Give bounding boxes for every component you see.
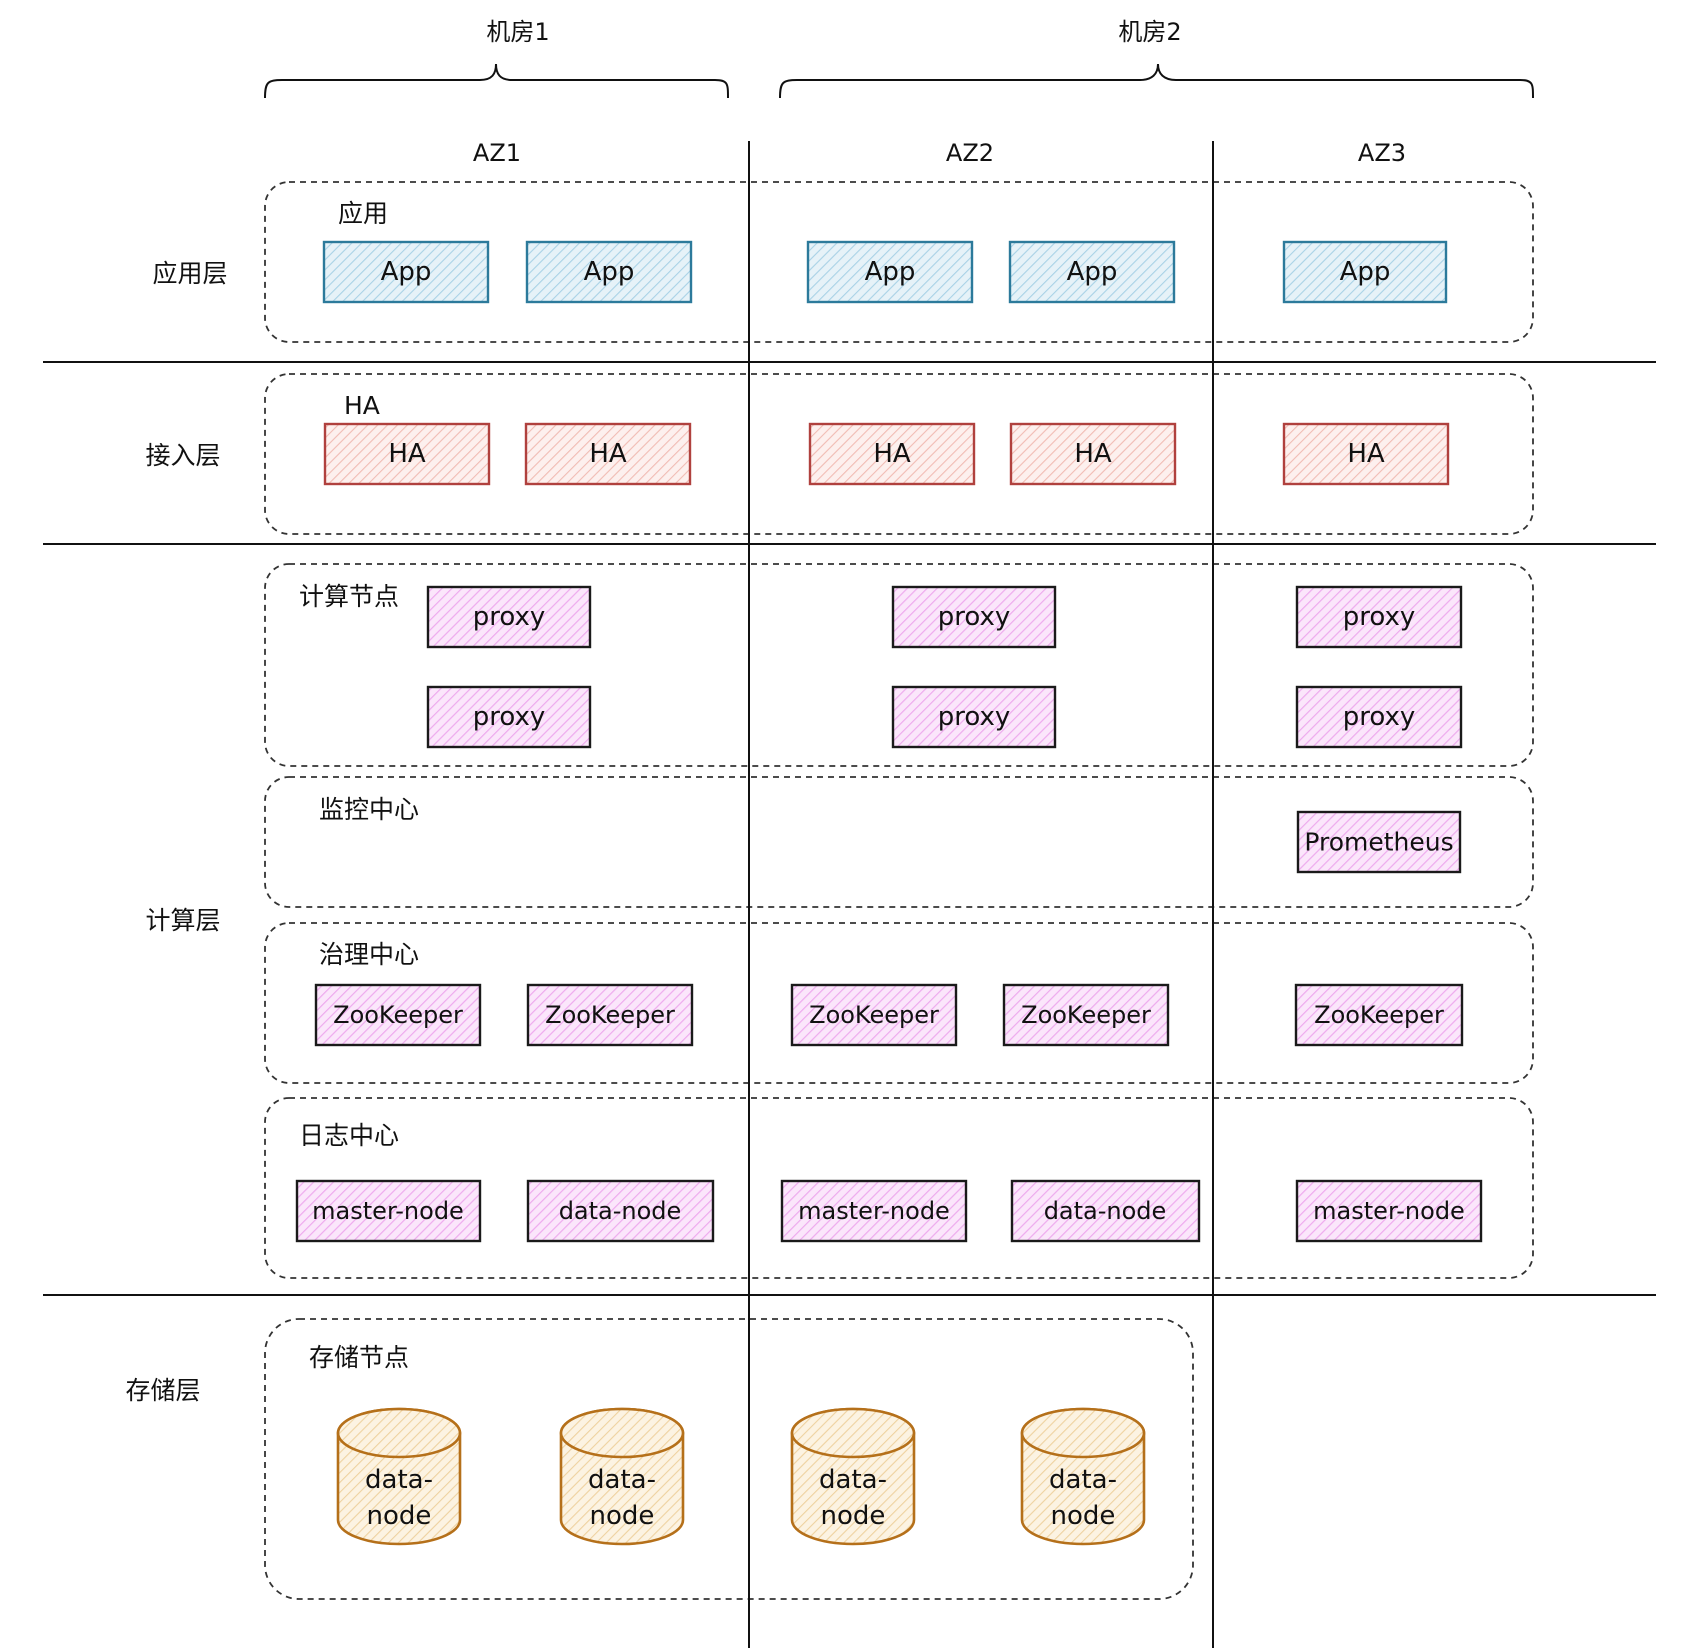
svg-text:data-node: data-node: [559, 1197, 682, 1225]
ha-node: HA: [1282, 422, 1450, 486]
proxy-node: proxy: [891, 585, 1057, 649]
svg-text:proxy: proxy: [1343, 602, 1416, 632]
svg-text:ZooKeeper: ZooKeeper: [1314, 1001, 1444, 1029]
group-title: HA: [344, 391, 380, 420]
layer-label: 计算层: [145, 906, 220, 935]
zookeeper-node: ZooKeeper: [314, 983, 482, 1047]
group-container-log: [264, 1097, 1534, 1279]
svg-text:ZooKeeper: ZooKeeper: [545, 1001, 675, 1029]
az-label: AZ3: [1358, 139, 1406, 167]
room2-bracket: [779, 63, 1534, 99]
zookeeper-node: ZooKeeper: [1294, 983, 1464, 1047]
app-node: App: [322, 240, 490, 304]
ha-node: HA: [808, 422, 976, 486]
group-container-govern: [264, 922, 1534, 1084]
log-node: master-node: [780, 1179, 968, 1243]
svg-text:data-node: data-node: [1044, 1197, 1167, 1225]
svg-text:master-node: master-node: [1313, 1197, 1465, 1225]
group-title: 计算节点: [299, 582, 399, 611]
storage-cylinder: data- node: [336, 1407, 462, 1546]
svg-text:data-: data-: [365, 1465, 433, 1495]
app-node: App: [1008, 240, 1176, 304]
zookeeper-node: ZooKeeper: [526, 983, 694, 1047]
log-node: master-node: [1295, 1179, 1483, 1243]
proxy-node: proxy: [426, 685, 592, 749]
svg-text:HA: HA: [873, 439, 911, 469]
svg-text:HA: HA: [1074, 439, 1112, 469]
group-container-compute: [264, 563, 1534, 767]
proxy-node: proxy: [426, 585, 592, 649]
room-label: 机房2: [1118, 18, 1181, 46]
svg-text:data-: data-: [1049, 1465, 1117, 1495]
layer-label: 存储层: [125, 1376, 200, 1405]
storage-cylinder: data- node: [1020, 1407, 1146, 1546]
svg-text:App: App: [1067, 257, 1118, 287]
app-node: App: [525, 240, 693, 304]
svg-text:HA: HA: [388, 439, 426, 469]
group-title: 治理中心: [319, 940, 419, 969]
svg-text:ZooKeeper: ZooKeeper: [333, 1001, 463, 1029]
svg-text:proxy: proxy: [473, 602, 546, 632]
svg-text:proxy: proxy: [938, 702, 1011, 732]
svg-text:proxy: proxy: [1343, 702, 1416, 732]
proxy-node: proxy: [1295, 685, 1463, 749]
layer-label: 接入层: [145, 441, 220, 470]
group-container-app: [264, 181, 1534, 343]
log-node: data-node: [526, 1179, 715, 1243]
storage-cylinder: data- node: [790, 1407, 916, 1546]
svg-text:App: App: [584, 257, 635, 287]
group-container-monitor: [264, 776, 1534, 908]
svg-text:data-: data-: [819, 1465, 887, 1495]
svg-text:proxy: proxy: [473, 702, 546, 732]
svg-text:proxy: proxy: [938, 602, 1011, 632]
group-title: 应用: [338, 199, 388, 228]
svg-text:node: node: [367, 1501, 432, 1531]
group-container-storage: [264, 1318, 1194, 1600]
storage-cylinder: data- node: [559, 1407, 685, 1546]
svg-text:master-node: master-node: [312, 1197, 464, 1225]
svg-text:Prometheus: Prometheus: [1304, 828, 1453, 857]
layer-label: 应用层: [152, 259, 227, 288]
group-title: 日志中心: [299, 1121, 399, 1150]
app-node: App: [806, 240, 974, 304]
log-node: data-node: [1010, 1179, 1201, 1243]
prometheus-node: Prometheus: [1296, 810, 1462, 874]
az-label: AZ1: [473, 139, 521, 167]
group-container-ha: [264, 373, 1534, 535]
svg-text:master-node: master-node: [798, 1197, 950, 1225]
svg-text:HA: HA: [1347, 439, 1385, 469]
zookeeper-node: ZooKeeper: [1002, 983, 1170, 1047]
svg-text:ZooKeeper: ZooKeeper: [809, 1001, 939, 1029]
svg-text:ZooKeeper: ZooKeeper: [1021, 1001, 1151, 1029]
room1-bracket: [264, 63, 729, 99]
svg-text:node: node: [1051, 1501, 1116, 1531]
zookeeper-node: ZooKeeper: [790, 983, 958, 1047]
group-title: 监控中心: [319, 795, 419, 824]
svg-text:data-: data-: [588, 1465, 656, 1495]
ha-node: HA: [524, 422, 692, 486]
proxy-node: proxy: [891, 685, 1057, 749]
ha-node: HA: [323, 422, 491, 486]
group-title: 存储节点: [309, 1343, 409, 1372]
svg-text:node: node: [821, 1501, 886, 1531]
svg-text:node: node: [590, 1501, 655, 1531]
svg-text:App: App: [381, 257, 432, 287]
svg-text:App: App: [1340, 257, 1391, 287]
svg-text:App: App: [865, 257, 916, 287]
proxy-node: proxy: [1295, 585, 1463, 649]
ha-node: HA: [1009, 422, 1177, 486]
app-node: App: [1282, 240, 1448, 304]
log-node: master-node: [295, 1179, 482, 1243]
az-label: AZ2: [946, 139, 994, 167]
room-label: 机房1: [486, 18, 549, 46]
svg-text:HA: HA: [589, 439, 627, 469]
